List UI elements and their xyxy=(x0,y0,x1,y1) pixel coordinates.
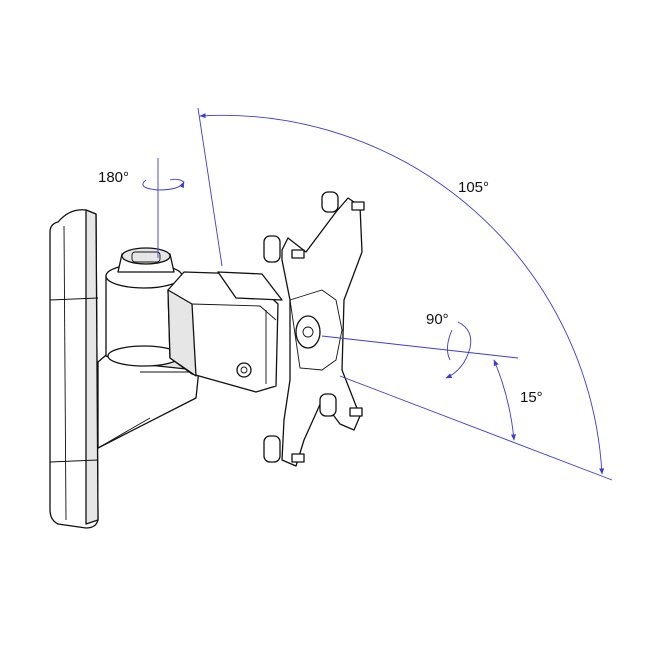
swivel-joint xyxy=(105,247,183,367)
tilt-down-label: 15° xyxy=(520,389,543,406)
tilt-down-arc xyxy=(493,359,516,441)
rotation-angle-label: 90° xyxy=(426,311,449,328)
tilt-range-label: 105° xyxy=(458,179,489,196)
tilt-range-arc xyxy=(199,113,605,475)
rotation-arrow-icon xyxy=(445,321,472,379)
dimension-lines xyxy=(157,107,613,481)
rotation-arrow-icon xyxy=(142,178,185,191)
swivel-angle-label: 180° xyxy=(98,169,129,186)
wall-plate xyxy=(49,209,99,529)
vesa-plate xyxy=(263,191,365,467)
